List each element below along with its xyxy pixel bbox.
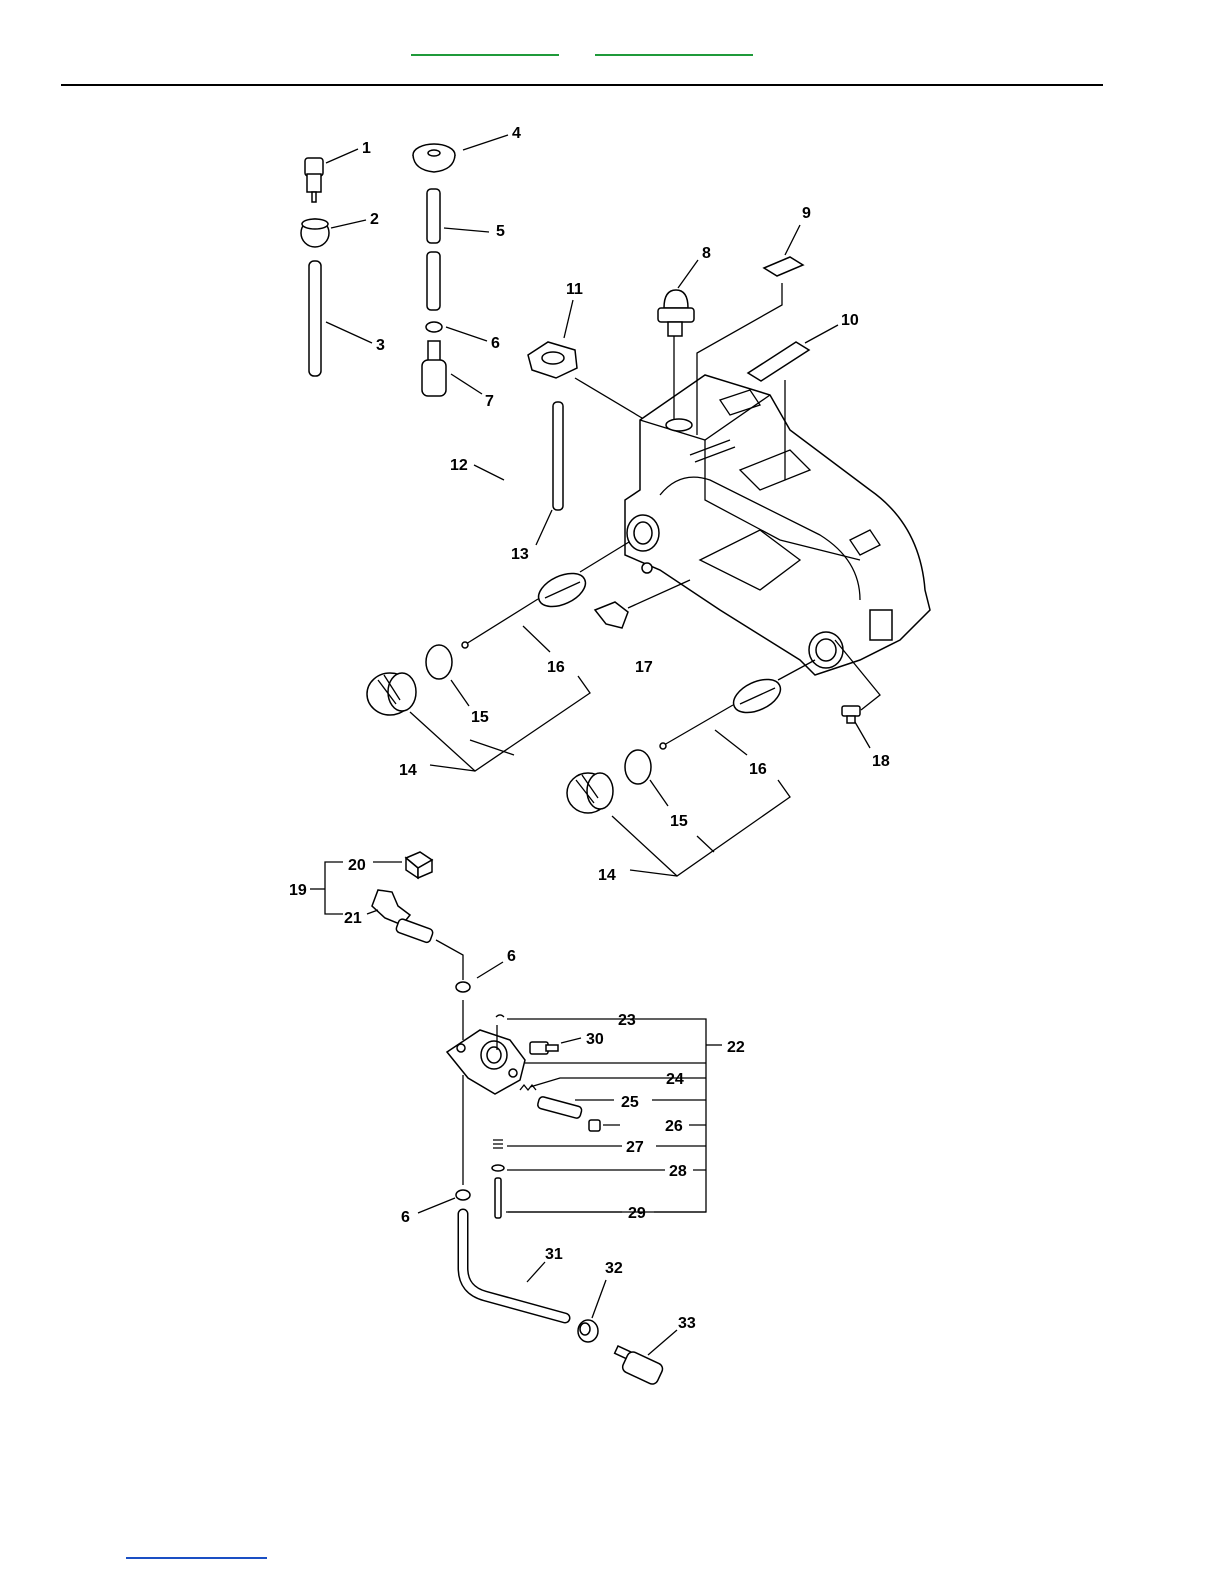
part-13-hose	[553, 402, 563, 510]
part-6-ring-b	[456, 982, 470, 992]
part-9-label	[764, 257, 803, 276]
bracket-19	[325, 862, 343, 914]
part-7-filter	[422, 341, 446, 396]
callout-label: 30	[586, 1031, 604, 1048]
callout-label: 3	[376, 337, 385, 354]
callout-label: 6	[507, 948, 516, 965]
callout-label: 26	[665, 1118, 683, 1135]
part-23-clip	[496, 1015, 504, 1017]
callout-label: 12	[450, 457, 468, 474]
callout-label: 23	[618, 1012, 636, 1029]
callout-label: 6	[491, 335, 500, 352]
callout-label: 21	[344, 910, 362, 927]
part-21-worm	[372, 890, 434, 943]
part-17-clip	[595, 602, 628, 628]
part-18-screw	[842, 706, 860, 723]
callout-label: 14	[399, 762, 417, 779]
callout-label: 1	[362, 140, 371, 157]
part-6-ring	[426, 322, 442, 332]
part-30-screw	[530, 1042, 558, 1054]
callout-label: 4	[512, 125, 521, 142]
callout-label: 11	[566, 281, 583, 298]
callout-label: 13	[511, 546, 529, 563]
callout-label: 33	[678, 1315, 696, 1332]
callout-label: 15	[670, 813, 688, 830]
footer-link[interactable]	[126, 1547, 267, 1559]
part-29-pin	[495, 1178, 501, 1218]
callout-label: 28	[669, 1163, 687, 1180]
callout-label: 24	[666, 1071, 684, 1088]
part-4-cap	[413, 144, 455, 172]
part-8-primer	[658, 290, 694, 336]
part-22-oil-pump	[447, 1030, 525, 1094]
callout-label: 16	[547, 659, 565, 676]
part-20-block	[406, 852, 432, 878]
part-14-cap-a	[367, 673, 416, 715]
callout-label: 32	[605, 1260, 623, 1277]
crankcase-body	[625, 375, 930, 675]
callout-label: 10	[841, 312, 859, 329]
callout-label: 8	[702, 245, 711, 262]
callout-label: 16	[749, 761, 767, 778]
part-27-spring	[493, 1140, 503, 1148]
callout-label: 20	[348, 857, 366, 874]
part-1-plug	[305, 158, 323, 202]
part-14-cap-b	[567, 773, 613, 813]
callout-label: 31	[545, 1246, 563, 1263]
part-5-tube	[427, 189, 440, 310]
part-2-grommet	[301, 219, 329, 247]
part-15-oring-a	[426, 645, 452, 679]
part-11-bracket	[528, 342, 577, 378]
part-6-ring-c	[456, 1190, 470, 1200]
callout-label: 25	[621, 1094, 639, 1111]
callout-label: 22	[727, 1039, 745, 1056]
part-3-tube	[309, 261, 321, 376]
part-16-strainer-a	[462, 567, 591, 648]
part-10-label	[748, 342, 809, 381]
callout-label: 5	[496, 223, 505, 240]
callout-label: 7	[485, 393, 494, 410]
callout-label: 18	[872, 753, 890, 770]
callout-label: 17	[635, 659, 653, 676]
callout-label: 9	[802, 205, 811, 222]
part-26-cap	[589, 1120, 600, 1131]
part-28-washer	[492, 1165, 504, 1171]
callout-label: 2	[370, 211, 379, 228]
part-32-grommet	[578, 1320, 598, 1342]
callout-label: 27	[626, 1139, 644, 1156]
part-16-strainer-b	[660, 673, 786, 749]
part-33-filter	[615, 1346, 665, 1386]
callout-label: 14	[598, 867, 616, 884]
part-15-oring-b	[625, 750, 651, 784]
callout-label: 15	[471, 709, 489, 726]
callout-label: 29	[628, 1205, 646, 1222]
callout-label: 6	[401, 1209, 410, 1226]
callout-label: 19	[289, 882, 307, 899]
